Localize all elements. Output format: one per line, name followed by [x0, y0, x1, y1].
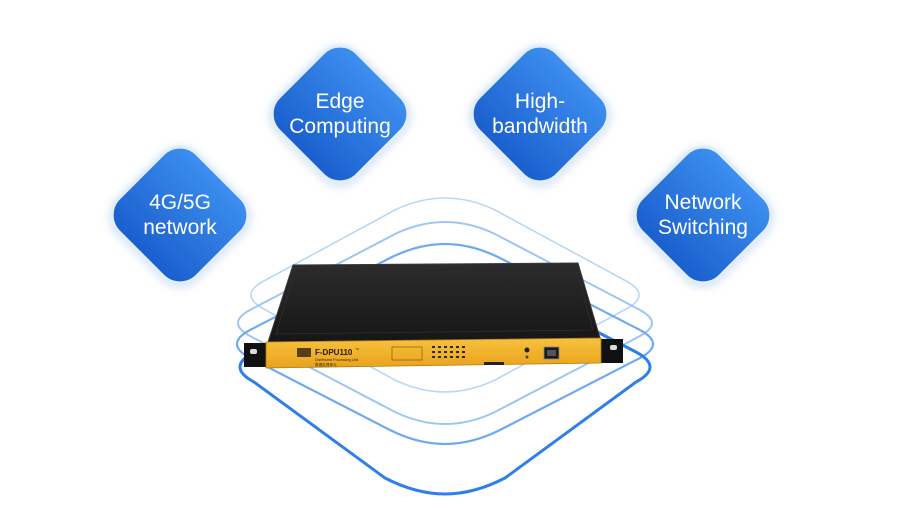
feature-label-line: 4G/5G: [149, 191, 211, 214]
device-model: F-DPU110: [315, 348, 353, 357]
ring-outer-light: [250, 197, 640, 393]
feature-diamonds: [108, 44, 775, 289]
device-chinese-subtitle: 数据处理单元: [315, 362, 337, 367]
feature-label-network-switching: Network Switching: [628, 190, 778, 240]
reset-button-icon: [524, 347, 530, 353]
feature-label-high-bandwidth: High- bandwidth: [465, 89, 615, 139]
feature-label-line: bandwidth: [492, 115, 588, 138]
feature-label-line: Computing: [289, 115, 391, 138]
brand-logo-icon: [297, 348, 311, 357]
rack-ear-left: [244, 343, 266, 367]
feature-label-edge-computing: Edge Computing: [265, 89, 415, 139]
dpu-device: [244, 262, 623, 369]
feature-label-line: Edge: [315, 90, 365, 113]
diamond-edge: [268, 44, 412, 188]
feature-label-line: High-: [514, 90, 566, 113]
sim-slot-icon: [484, 362, 504, 365]
feature-label-line: Network: [664, 191, 742, 214]
device-trademark: ™: [355, 347, 359, 352]
feature-label-network: 4G/5G network: [105, 190, 255, 240]
feature-label-line: Switching: [658, 216, 748, 239]
rack-ear-right: [601, 339, 623, 363]
diamond-network: [108, 145, 252, 289]
led-indicators-icon: [432, 346, 465, 358]
feature-label-line: network: [143, 216, 217, 239]
device-subtitle: Distributed Processing Unit: [315, 358, 358, 362]
diamond-switching: [631, 145, 775, 289]
diamond-bandwidth: [468, 44, 612, 188]
